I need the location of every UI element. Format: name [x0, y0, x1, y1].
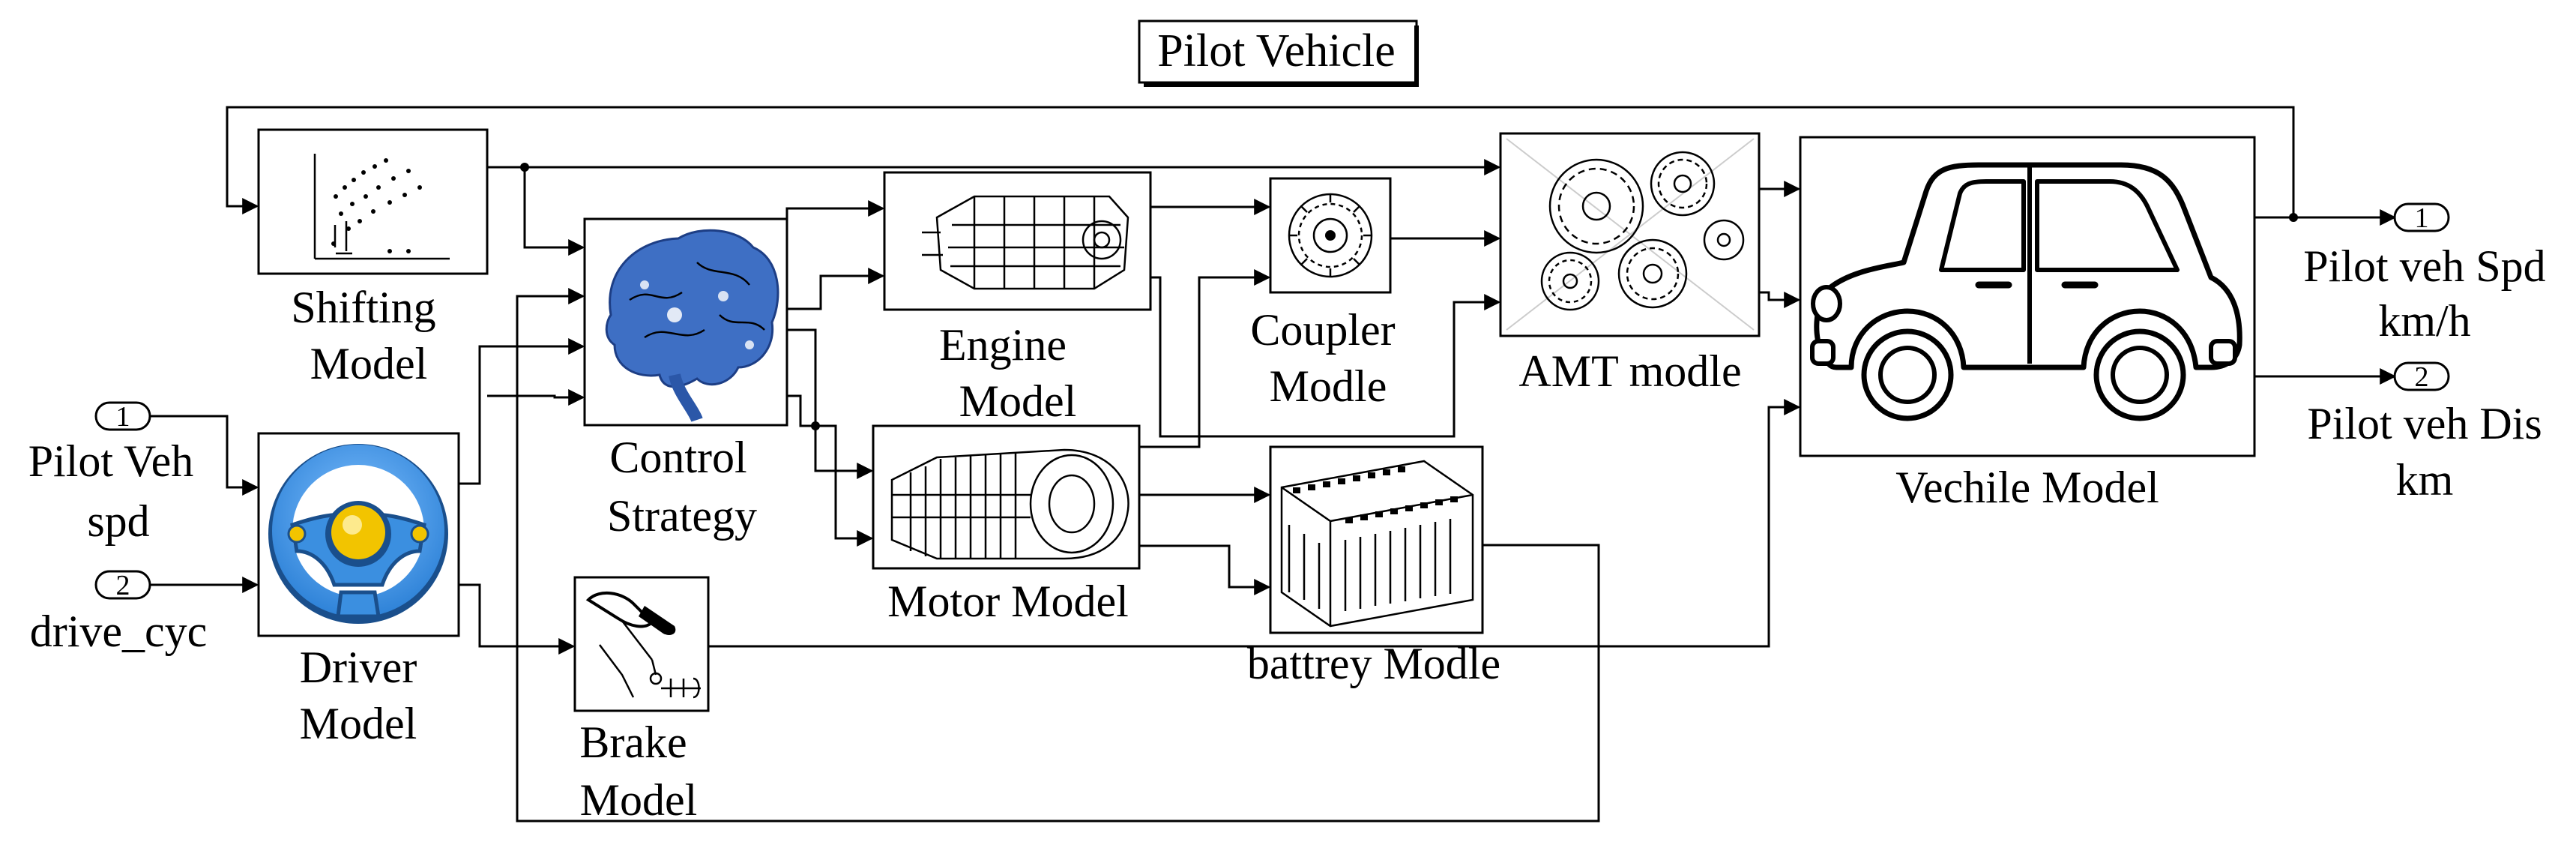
outport-2-number: 2: [2415, 361, 2429, 393]
shift-to-control-line: [523, 167, 585, 256]
outport-2[interactable]: 2 Pilot veh Dis km: [2307, 361, 2542, 505]
engine-icon: [922, 195, 1129, 290]
brain-icon: [605, 229, 779, 423]
amt-block[interactable]: AMT modle: [1499, 132, 1761, 396]
engine-to-amt-line: [1150, 276, 1501, 438]
motor-to-coupler-line: [1139, 269, 1271, 448]
driver-to-control-line: [459, 338, 585, 485]
shifting-label-line2: Model: [310, 339, 428, 388]
inport-1-number: 1: [116, 401, 130, 433]
vehicle-label: Vechile Model: [1895, 463, 2159, 512]
control-to-engine-line-2: [787, 268, 885, 310]
motor-to-battery-line-2: [1139, 544, 1271, 595]
title-text: Pilot Vehicle: [1157, 25, 1395, 76]
outport-1-number: 1: [2415, 202, 2429, 234]
outport-2-label-line1: Pilot veh Dis: [2307, 399, 2542, 448]
signal-lines: [150, 106, 2397, 823]
brake-model-block[interactable]: Brake Model: [573, 576, 710, 825]
diagram-title: Pilot Vehicle: [1138, 19, 1419, 87]
motor-model-block[interactable]: Motor Model: [872, 424, 1141, 626]
driver-to-brake-line: [459, 583, 576, 655]
driver-label-line1: Driver: [300, 643, 417, 692]
outport-2-label-line2: km: [2396, 455, 2454, 505]
shift-to-control-line-2: [487, 389, 585, 406]
title-box: [1138, 19, 1418, 84]
brake-to-vehicle-line: [708, 399, 1801, 648]
battery-feedback-line: [516, 288, 1600, 823]
inport-2-label: drive_cyc: [30, 607, 208, 656]
coupler-label-line2: Modle: [1270, 361, 1387, 411]
battery-model-block[interactable]: battrey Modle: [1247, 445, 1500, 688]
gears-icon: [1506, 138, 1755, 331]
outport-1-label-line1: Pilot veh Spd: [2303, 241, 2545, 291]
inport1-to-driver-line: [150, 415, 259, 496]
outport-1[interactable]: 1 Pilot veh Spd km/h: [2303, 202, 2545, 346]
control-to-motor-line-2: [787, 394, 874, 547]
shifting-label-line1: Shifting: [291, 283, 435, 332]
inport-1[interactable]: 1 Pilot Veh spd: [28, 401, 194, 546]
brake-label-line1: Brake: [579, 718, 687, 767]
speed-feedback-line: [226, 106, 2295, 217]
shifting-model-block[interactable]: Shifting Model: [257, 128, 489, 388]
inport-2-number: 2: [116, 570, 130, 601]
battery-pack-icon: [1280, 460, 1474, 628]
driver-label-line2: Model: [300, 699, 417, 748]
coupler-label-line1: Coupler: [1250, 305, 1395, 355]
brake-label-line2: Model: [580, 775, 698, 825]
motor-label: Motor Model: [887, 577, 1129, 626]
motor-icon: [890, 448, 1129, 560]
inport-1-label-line1: Pilot Veh: [28, 436, 194, 486]
shift-map-plot-icon: [313, 154, 450, 260]
control-label-line1: Control: [609, 433, 746, 482]
engine-model-block[interactable]: Engine Model: [883, 171, 1152, 426]
coupler-block[interactable]: Coupler Modle: [1250, 177, 1396, 411]
vehicle-block[interactable]: Vechile Model: [1799, 136, 2256, 512]
control-label-line2: Strategy: [607, 491, 757, 541]
car-icon: [1810, 162, 2242, 421]
engine-label-line1: Engine: [939, 320, 1067, 370]
control-strategy-block[interactable]: Control Strategy: [583, 217, 788, 541]
inport-2[interactable]: 2 drive_cyc: [30, 570, 208, 656]
brake-pedal-icon: [585, 591, 701, 699]
engine-label-line2: Model: [959, 376, 1077, 426]
gear-icon: [1288, 193, 1373, 278]
driver-model-block[interactable]: Driver Model: [257, 432, 460, 748]
outport-1-label-line2: km/h: [2378, 296, 2470, 346]
control-to-engine-line: [785, 200, 885, 255]
control-to-motor-line-1: [787, 328, 874, 479]
inport-1-label-line2: spd: [87, 496, 149, 546]
amt-label: AMT modle: [1518, 346, 1741, 396]
steering-wheel-icon: [268, 444, 448, 624]
battery-label: battrey Modle: [1247, 639, 1500, 688]
